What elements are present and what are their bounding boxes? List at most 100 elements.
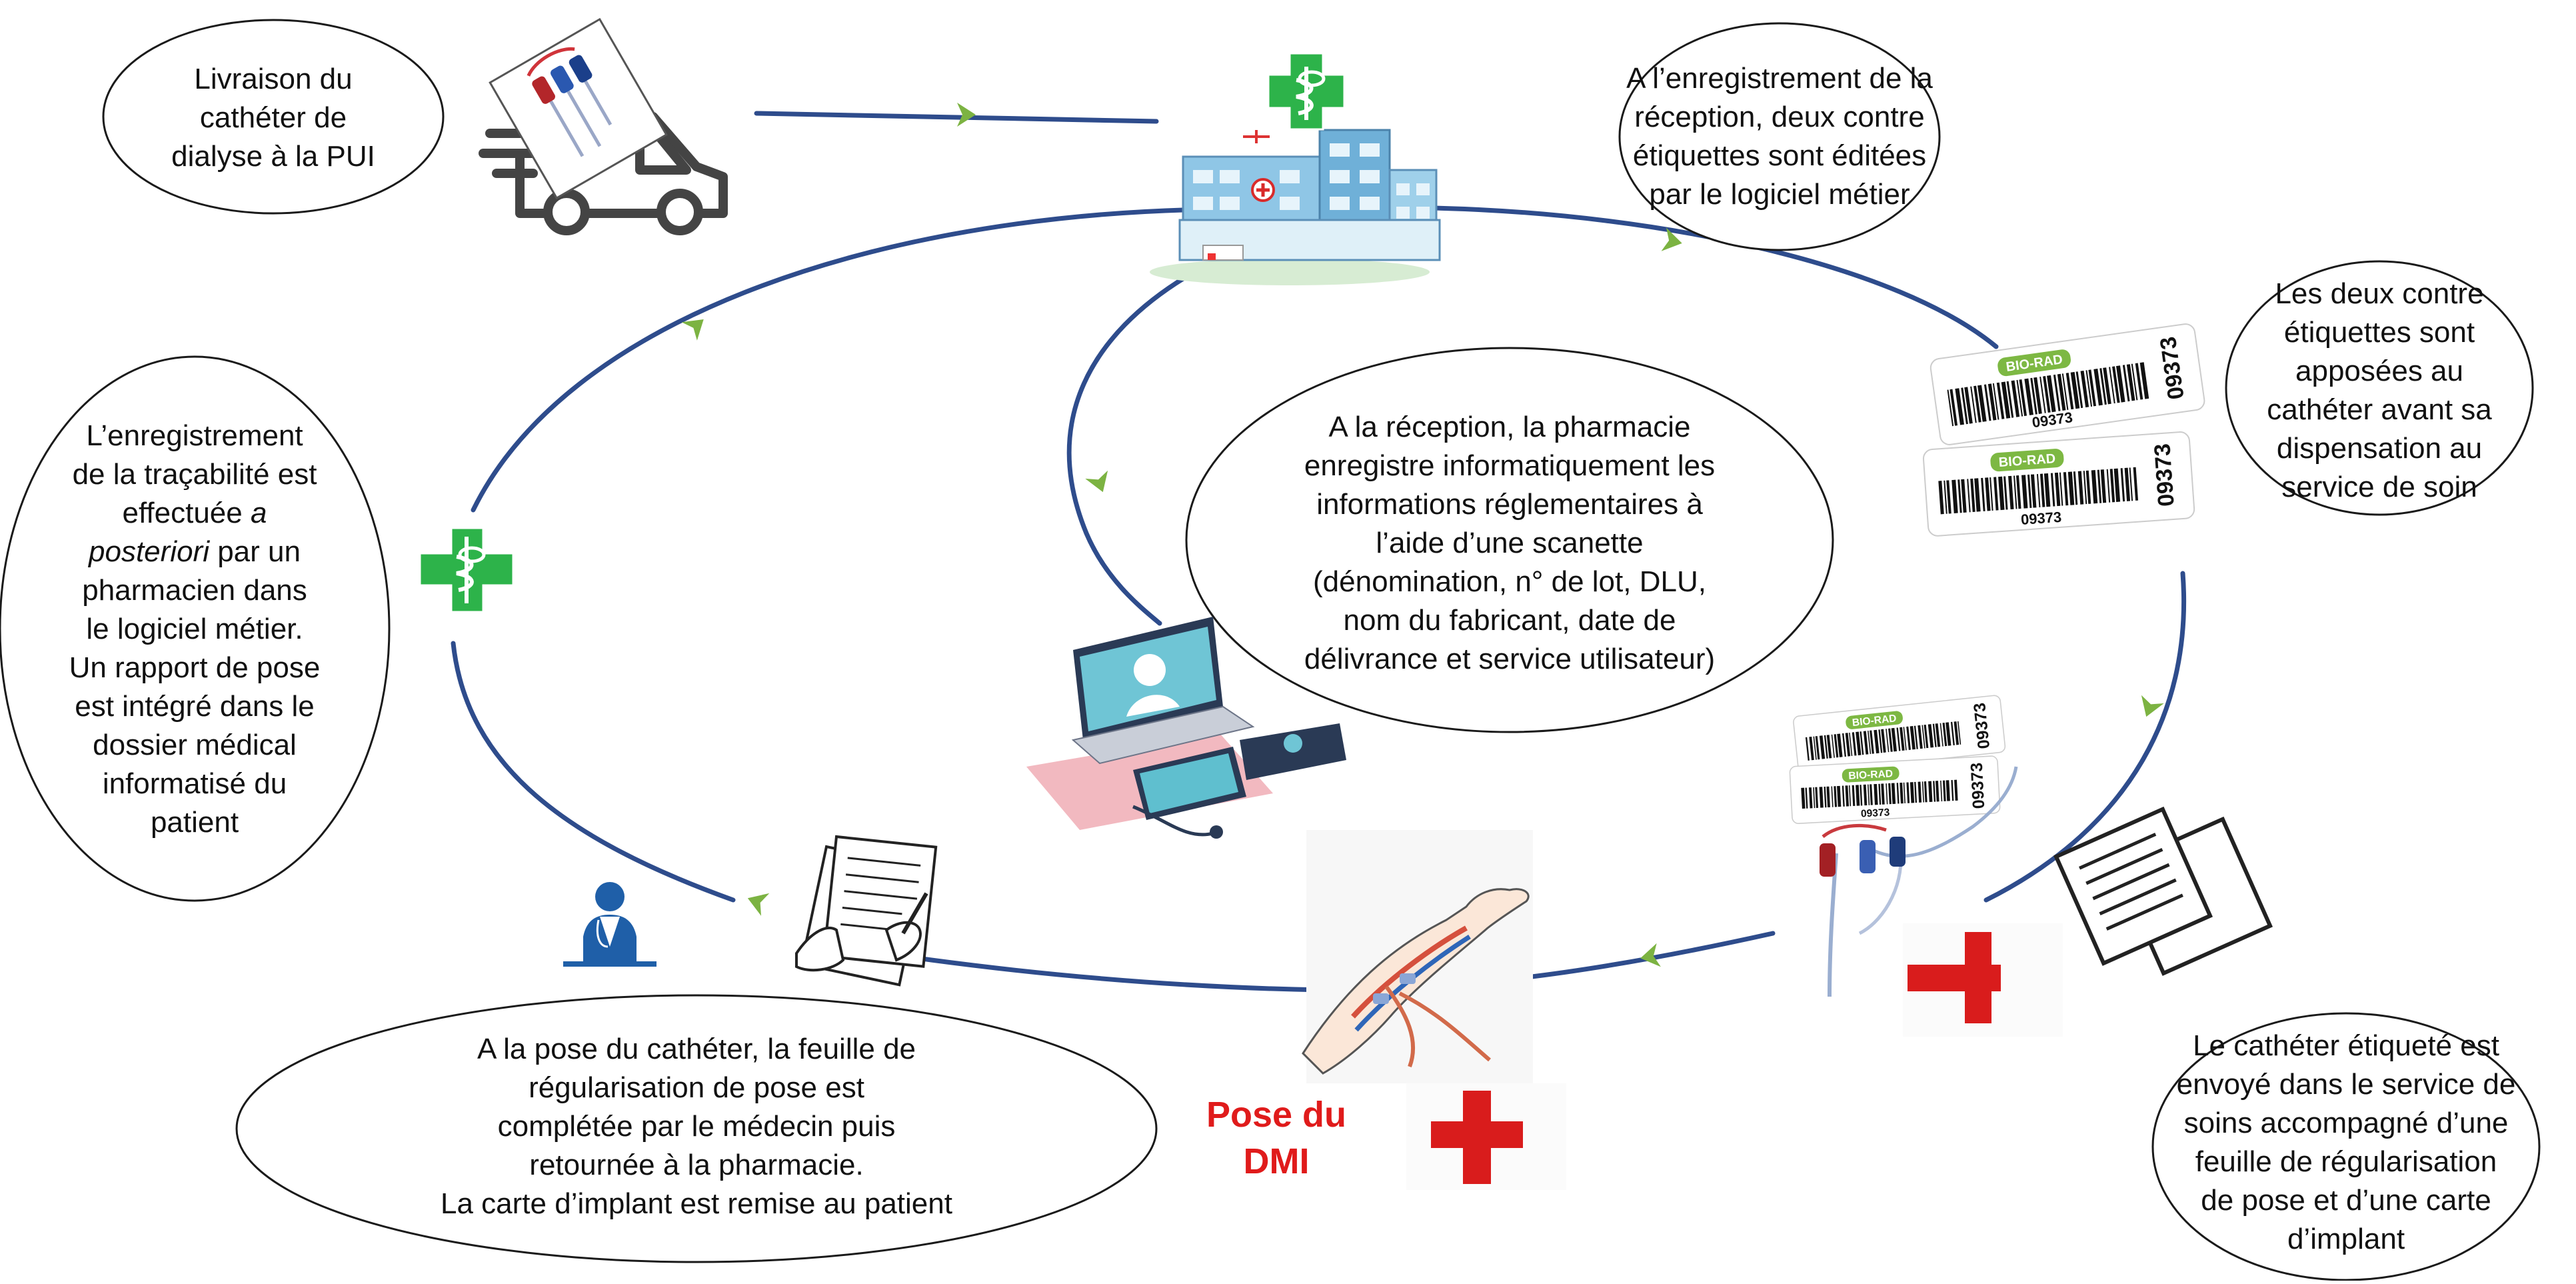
delivery-arrow-line	[754, 111, 1159, 124]
text-line: informatisé du	[103, 767, 287, 800]
barcode-bar	[2070, 371, 2080, 409]
barcode-bar	[1856, 785, 1860, 806]
barcode-bar	[2019, 379, 2027, 417]
text-line: est intégré dans le	[75, 690, 315, 723]
barcode-bar	[2061, 373, 2069, 410]
text-line: patient	[151, 806, 239, 839]
barcode-bar	[1961, 479, 1967, 513]
barcode-bar	[2013, 475, 2017, 509]
barcode-bar	[1845, 733, 1851, 757]
text-line: (dénomination, n° de lot, DLU,	[1313, 565, 1706, 598]
barcode-bar	[2135, 363, 2143, 400]
barcode-bar	[2003, 476, 2008, 510]
barcode-bar	[1942, 780, 1946, 801]
barcode-bar	[1891, 727, 1898, 752]
barcode-bar	[1939, 723, 1943, 747]
barcode-bar	[2001, 381, 2011, 419]
barcode-bar	[2093, 369, 2103, 406]
text-line: A la réception, la pharmacie	[1329, 411, 1691, 443]
barcode-bar	[1808, 787, 1813, 809]
barcode-bar	[1985, 477, 1991, 511]
text-line: cathéter de	[200, 101, 347, 134]
barcode-bar	[1954, 779, 1958, 801]
barcode-bar	[2077, 471, 2084, 505]
barcode-bar	[1973, 385, 1981, 423]
barcode-bar	[1946, 480, 1951, 514]
barcode-bar	[1996, 382, 2005, 419]
barcode-bar	[1947, 389, 1954, 427]
barcode-bar	[2100, 469, 2107, 503]
barcode-bar	[1945, 722, 1951, 746]
barcode-bar	[2030, 474, 2037, 508]
bubble-contre-etiquettes	[2225, 260, 2534, 516]
barcode-lines	[1801, 779, 1958, 809]
cycle-arc-inner	[1066, 274, 1189, 626]
barcode-bar	[1852, 732, 1857, 756]
doctor-icon	[563, 882, 656, 967]
barcode-bar	[2103, 367, 2111, 405]
barcode-bar	[2006, 381, 2014, 418]
barcode-bar	[1805, 787, 1808, 809]
barcode-bar	[1943, 480, 1947, 514]
barcode-bar	[1852, 785, 1856, 807]
text-line: Les deux contre	[2275, 277, 2483, 310]
barcode-bar	[2113, 468, 2121, 502]
barcode-bar	[2050, 473, 2055, 507]
barcode-bar	[1896, 727, 1901, 751]
barcode-lines	[1947, 362, 2149, 427]
text-line: par le logiciel métier	[1649, 178, 1910, 211]
text-tracabilite: L’enregistrement de la traçabilité est e…	[69, 419, 321, 839]
text-line: pharmacien dans	[82, 574, 307, 607]
barcode-bar	[1837, 733, 1843, 757]
barcode-bar	[2085, 370, 2093, 407]
barcode-bar	[2109, 367, 2115, 404]
barcode-bar	[1863, 731, 1869, 755]
barcode-bar	[1896, 783, 1900, 804]
barcode-bar	[1824, 786, 1827, 808]
barcode-bar	[2088, 369, 2097, 407]
text-line: effectuée a	[123, 497, 267, 529]
barcode-bar	[1967, 479, 1971, 513]
barcode-bar	[1992, 383, 1999, 420]
cycle-arc-bottom-right	[1500, 931, 1776, 983]
barcode-bar	[2008, 475, 2014, 510]
barcode-bar	[2080, 370, 2089, 408]
barcode-bar	[1805, 737, 1810, 761]
barcode-bar	[1906, 782, 1910, 803]
barcode-bar	[1886, 783, 1888, 805]
barcode-bar	[2030, 377, 2037, 415]
barcode-bar	[1910, 782, 1915, 803]
barcode-bar	[1813, 736, 1817, 760]
barcode-bar	[1914, 725, 1918, 749]
barcode-bar	[2109, 469, 2115, 503]
pose-label-line: Pose du	[1206, 1095, 1346, 1135]
barcode-bar	[2126, 364, 2135, 401]
cycle-arc-left	[451, 641, 736, 903]
barcode-bar	[1922, 781, 1924, 803]
barcode-bar	[1974, 478, 1981, 512]
barcode-bar	[1998, 476, 2005, 511]
barcode-bar	[2133, 467, 2139, 501]
text-line: étiquettes sont éditées	[1633, 139, 1926, 172]
bubble-pose-catheter	[235, 994, 1158, 1263]
pose-dmi-label: Pose du DMI	[1206, 1095, 1346, 1181]
barcode-bar	[2053, 374, 2061, 411]
barcode-bar	[2039, 473, 2045, 507]
text-reception-pharmacie: A la réception, la pharmacie enregistre …	[1304, 411, 1715, 675]
barcode-bar	[2139, 362, 2149, 399]
barcode-number: 09373	[2020, 509, 2062, 528]
text-line: apposées au	[2295, 355, 2463, 387]
text-line: d’implant	[2287, 1223, 2405, 1255]
text-line: régularisation de pose est	[529, 1071, 864, 1104]
text-contre-etiquettes: Les deux contre étiquettes sont apposées…	[2267, 277, 2492, 503]
arm-catheter-icon	[1302, 830, 1533, 1083]
text-line: de pose et d’une carte	[2201, 1184, 2491, 1217]
barcode-number: 09373	[1861, 807, 1891, 819]
barcode-bar	[2073, 471, 2078, 505]
cycle-arc-right	[1983, 571, 2187, 903]
text-line: retournée à la pharmacie.	[529, 1149, 863, 1181]
signing-document-icon	[795, 835, 938, 987]
barcode-bar	[1957, 721, 1961, 745]
barcode-bar	[1987, 383, 1997, 421]
